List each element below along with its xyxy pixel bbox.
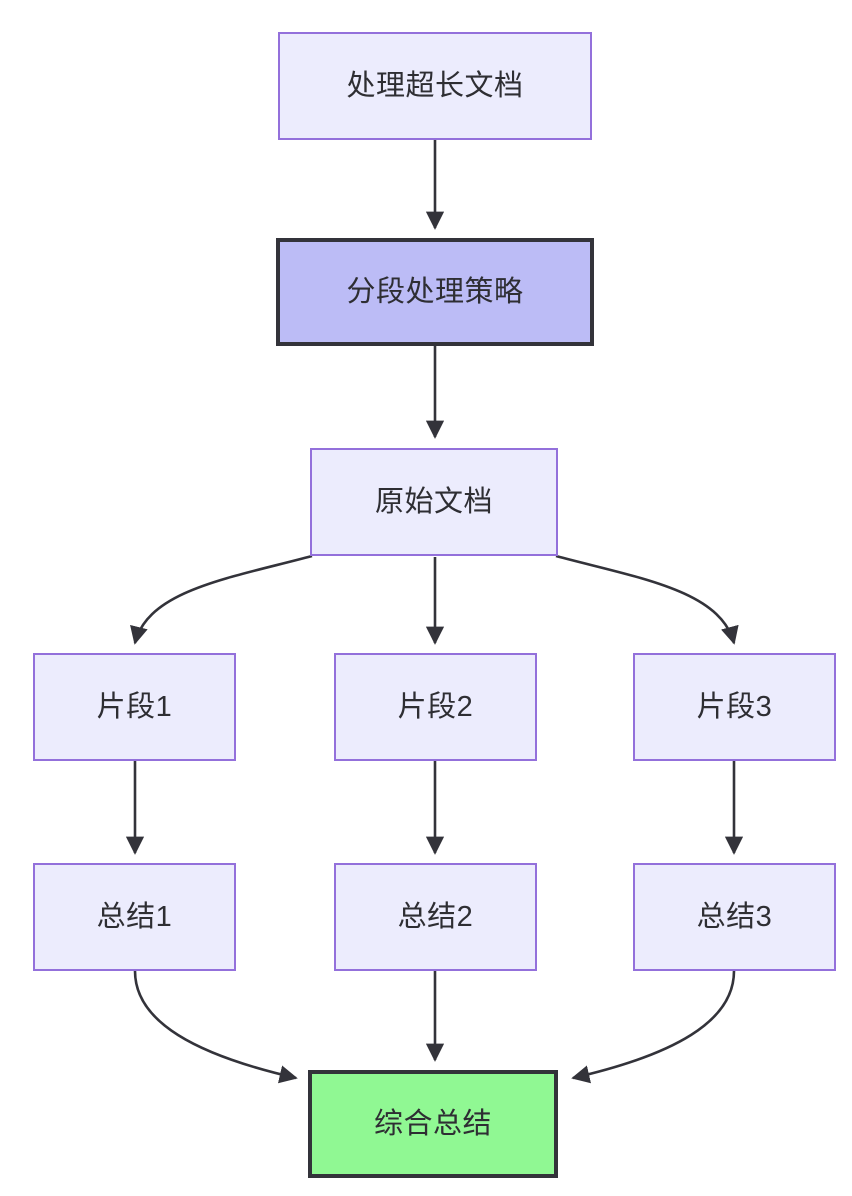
node-root[interactable]: 处理超长文档 [278,32,592,140]
node-chunk-2-label: 片段2 [397,690,474,723]
node-summary-2[interactable]: 总结2 [334,863,537,971]
node-summary-3-label: 总结3 [696,900,773,933]
node-summary-1-label: 总结1 [96,900,173,933]
node-strategy-label: 分段处理策略 [346,275,524,308]
node-summary-3[interactable]: 总结3 [633,863,836,971]
node-source-document-label: 原始文档 [374,485,493,518]
node-chunk-2[interactable]: 片段2 [334,653,537,761]
edge-summary3-to-final [571,970,736,1084]
node-chunk-1[interactable]: 片段1 [33,653,236,761]
node-final-summary[interactable]: 综合总结 [308,1070,558,1178]
node-root-label: 处理超长文档 [346,69,524,102]
node-source-document[interactable]: 原始文档 [310,448,558,556]
node-summary-2-label: 总结2 [397,900,474,933]
node-summary-1[interactable]: 总结1 [33,863,236,971]
node-chunk-1-label: 片段1 [96,690,173,723]
node-chunk-3[interactable]: 片段3 [633,653,836,761]
node-strategy[interactable]: 分段处理策略 [276,238,594,346]
edge-source-to-chunk1 [130,554,313,645]
node-final-summary-label: 综合总结 [373,1107,492,1140]
edge-source-to-chunk3 [555,554,739,645]
edge-summary1-to-final [133,970,298,1084]
node-chunk-3-label: 片段3 [696,690,773,723]
